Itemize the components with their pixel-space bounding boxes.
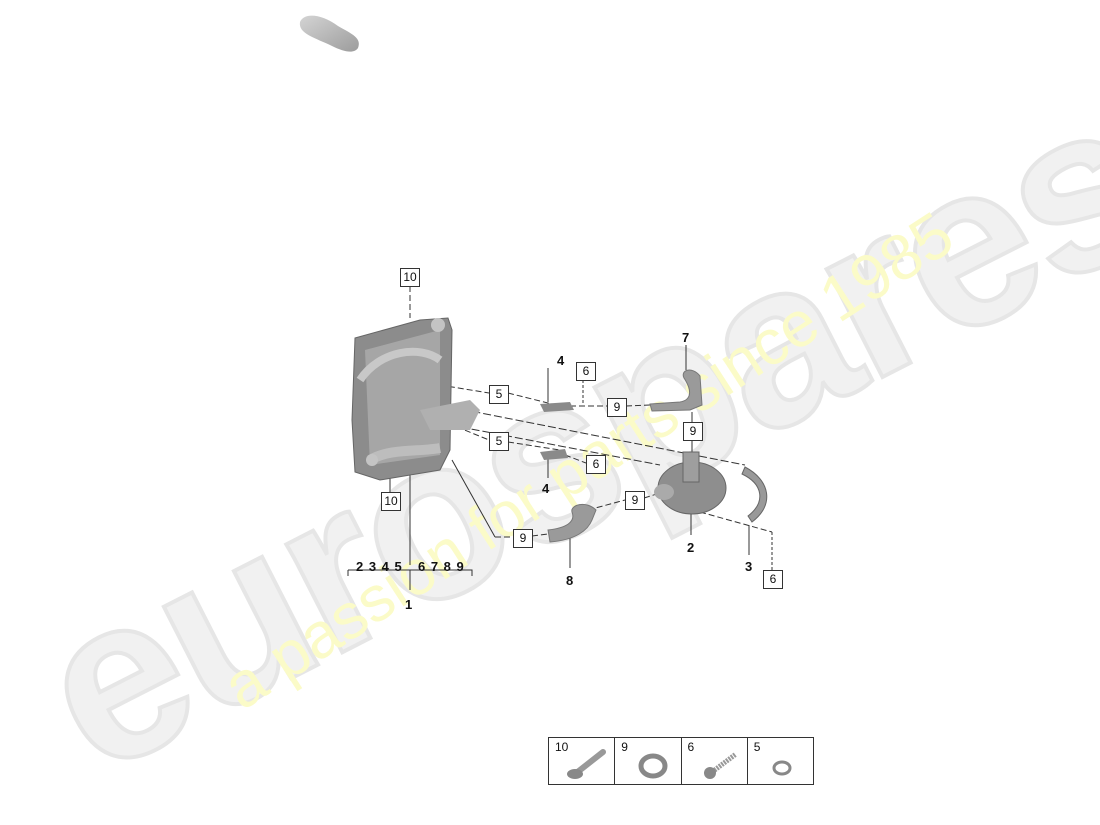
- ref-box-9: 9: [513, 529, 533, 548]
- diagram-lines: [347, 286, 773, 590]
- ref-box-5: 5: [489, 432, 509, 451]
- bolt-icon: [567, 749, 606, 779]
- screw-icon: [703, 752, 737, 779]
- callout-1: 1: [405, 597, 413, 612]
- hardware-legend: 10 9 6 5: [548, 737, 814, 785]
- ref-box-9: 9: [625, 491, 645, 510]
- sensor-top: [540, 402, 574, 412]
- ref-box-9: 9: [607, 398, 627, 417]
- ref-box-6: 6: [586, 455, 606, 474]
- callout-4-bottom: 4: [542, 481, 550, 496]
- legend-item-bolt: 10: [549, 738, 616, 784]
- callout-3: 3: [745, 559, 753, 574]
- sensor-bottom: [540, 449, 568, 460]
- ref-box-10: 10: [381, 492, 401, 511]
- hose-clamp-icon: [638, 753, 668, 779]
- coolant-pump-assembly: [351, 317, 480, 481]
- legend-item-oring: 5: [748, 738, 813, 784]
- ref-box-5: 5: [489, 385, 509, 404]
- group-right-list: 6 7 8 9: [418, 559, 465, 574]
- legend-item-clamp: 9: [615, 738, 682, 784]
- car-silhouette-icon: [299, 15, 359, 52]
- ref-box-9: 9: [683, 422, 703, 441]
- group-left-list: 2 3 4 5: [356, 559, 403, 574]
- callout-2: 2: [687, 540, 695, 555]
- legend-item-screw: 6: [682, 738, 748, 784]
- electric-pump: [654, 451, 727, 515]
- ref-box-6: 6: [763, 570, 783, 589]
- o-ring-icon: [772, 760, 792, 776]
- callout-4-top: 4: [557, 353, 565, 368]
- ref-box-6: 6: [576, 362, 596, 381]
- callout-8: 8: [566, 573, 574, 588]
- ref-box-10: 10: [400, 268, 420, 287]
- callout-7: 7: [682, 330, 690, 345]
